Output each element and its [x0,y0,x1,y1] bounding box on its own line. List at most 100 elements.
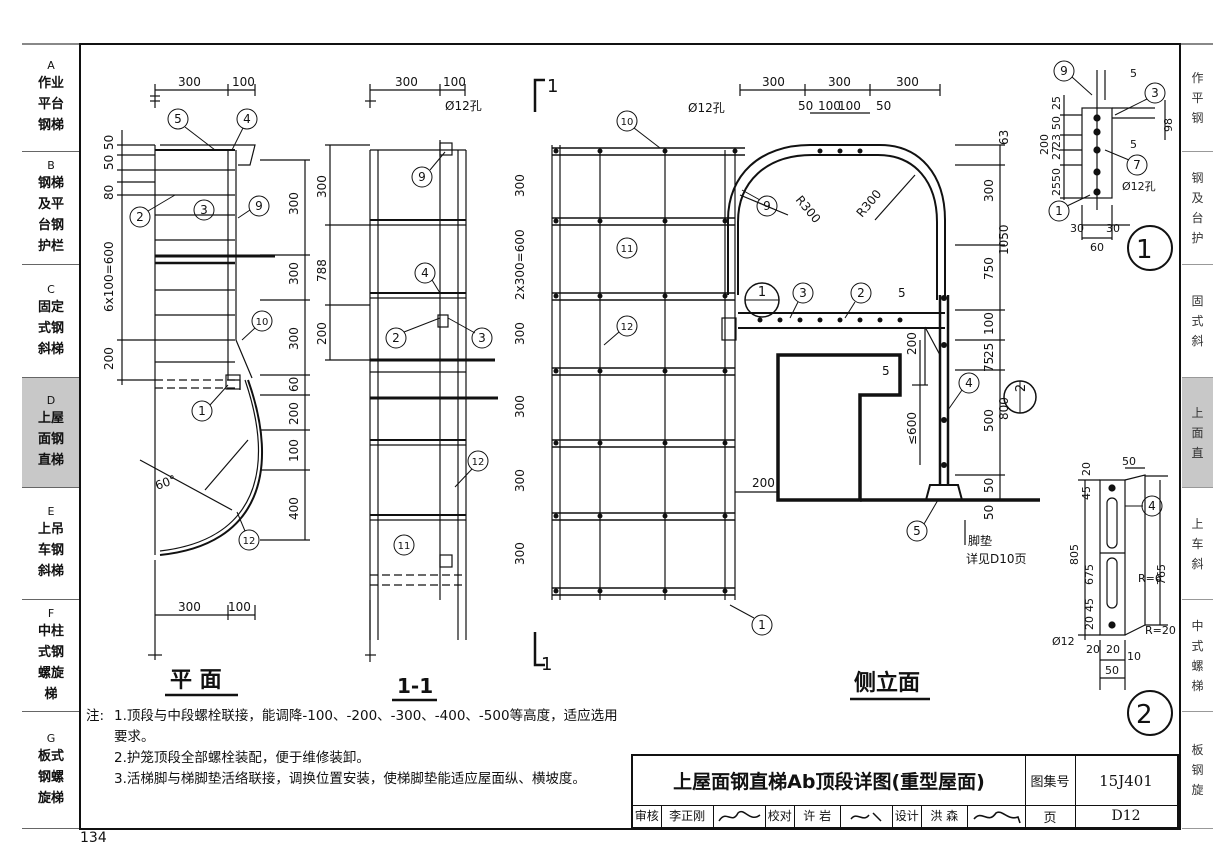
svg-text:200: 200 [905,332,919,355]
side-chapter-tab-line: 板 [1191,743,1204,757]
chapter-tab-line: 固定 [37,299,64,315]
note-item: 2.护笼顶段全部螺栓装配，便于维修装卸。 [114,750,370,766]
svg-text:10: 10 [1127,650,1141,663]
svg-text:Ø12孔: Ø12孔 [688,101,725,115]
svg-text:50: 50 [102,155,116,170]
svg-text:2: 2 [1136,700,1153,730]
svg-text:20: 20 [1080,462,1093,476]
svg-text:300: 300 [178,75,201,89]
chapter-tab-line: 斜梯 [37,564,64,579]
checker-name: 许 岩 [795,805,841,827]
svg-text:300: 300 [513,395,527,418]
chapter-tab-line: 斜梯 [37,341,64,357]
chapter-tab-line: 车钢 [37,543,64,558]
designer-signature [968,805,1025,827]
svg-text:765: 765 [1155,564,1168,585]
side-chapter-tab-line: 螺 [1191,658,1204,673]
side-elevation-view [533,78,1040,667]
side-chapter-tab-line: 钢 [1191,763,1204,777]
svg-text:4: 4 [965,376,973,390]
svg-text:100: 100 [232,75,255,89]
chapter-tab-line: 中柱 [37,623,64,639]
chapter-tab-line: 平台 [37,97,64,112]
svg-text:675: 675 [1083,564,1096,585]
side-chapter-tab[interactable]: 固式斜 [1182,265,1213,378]
side-chapter-tab-line: 式 [1191,638,1204,653]
svg-text:25: 25 [1050,96,1063,110]
svg-text:50: 50 [1050,168,1063,182]
svg-text:300: 300 [513,542,527,565]
svg-text:800: 800 [997,397,1011,420]
svg-text:30: 30 [1070,222,1084,235]
side-chapter-tab[interactable]: 上面直 [1182,378,1213,488]
side-chapter-tab-line: 直 [1191,445,1204,460]
chapter-tab-line: 式钢 [37,644,64,660]
chapter-tab-letter: E [47,505,55,518]
review-label: 审核 [633,805,662,827]
svg-text:100: 100 [287,439,301,462]
plan-title: 平 面 [170,668,222,693]
side-chapter-tab-line: 台 [1191,211,1204,225]
svg-text:100: 100 [982,312,996,335]
svg-text:2x300=600: 2x300=600 [513,229,527,300]
svg-text:12: 12 [243,536,256,547]
side-chapter-tab-line: 中 [1191,618,1204,633]
svg-text:300: 300 [513,174,527,197]
svg-text:50: 50 [102,135,116,150]
side-chapter-tab[interactable]: 钢及台护 [1182,152,1213,265]
section-mark-bottom: 1 [541,654,552,675]
svg-text:5: 5 [1130,67,1137,80]
side-chapter-tab-line: 平 [1191,90,1204,105]
svg-text:300: 300 [828,75,851,89]
side-chapter-tab-line: 上 [1191,516,1204,531]
side-chapter-tab-line: 旋 [1191,783,1204,797]
svg-text:50: 50 [982,478,996,493]
side-chapter-tab[interactable]: 中式螺梯 [1182,600,1213,712]
chapter-tab-letter: D [46,394,56,407]
atlas-label: 图集号 [1025,756,1076,806]
side-chapter-tab[interactable]: 板钢旋 [1182,712,1213,829]
svg-text:300: 300 [287,192,301,215]
svg-text:9: 9 [255,199,263,213]
svg-text:20: 20 [1086,643,1100,656]
plan-view-text: 300 100 300 100 50 50 80 6x100=600 200 3… [102,75,301,614]
svg-text:5: 5 [882,364,890,378]
check-label: 校对 [766,805,795,827]
detail-1-text: 25 50 200 23 27 50 25 98 30 30 60 5 5 Ø1… [1038,67,1175,265]
chapter-tab-line: 护栏 [37,239,64,254]
svg-text:45: 45 [1083,598,1096,612]
svg-text:9: 9 [1060,64,1068,78]
drawing-title: 上屋面钢直梯Ab顶段详图(重型屋面) [633,756,1026,806]
svg-text:3: 3 [1151,86,1159,100]
svg-text:5: 5 [174,112,182,126]
svg-text:7: 7 [1133,158,1141,172]
side-chapter-tab[interactable]: 上车斜 [1182,488,1213,600]
chapter-tab-letter: C [47,282,55,296]
svg-text:1: 1 [198,404,206,418]
svg-text:80: 80 [102,185,116,200]
svg-text:60°: 60° [153,472,178,492]
page-code: D12 [1111,808,1141,824]
svg-text:300: 300 [762,75,785,89]
drawing-frame [79,43,1181,830]
svg-text:R=6: R=6 [1138,572,1162,585]
reviewer-signature [714,805,766,827]
svg-text:Ø12: Ø12 [1052,635,1075,648]
side-chapter-tab[interactable]: 作平钢 [1182,44,1213,152]
chapter-tab-line: 作业 [37,76,64,91]
svg-text:R300: R300 [793,193,824,226]
svg-text:2: 2 [392,331,400,345]
chapter-tab-line: 板式 [37,748,64,764]
svg-text:5: 5 [913,524,921,538]
side-chapter-tab-line: 钢 [1191,110,1204,125]
svg-text:100: 100 [443,75,466,89]
side-chapter-tab-line: 固 [1191,294,1204,308]
